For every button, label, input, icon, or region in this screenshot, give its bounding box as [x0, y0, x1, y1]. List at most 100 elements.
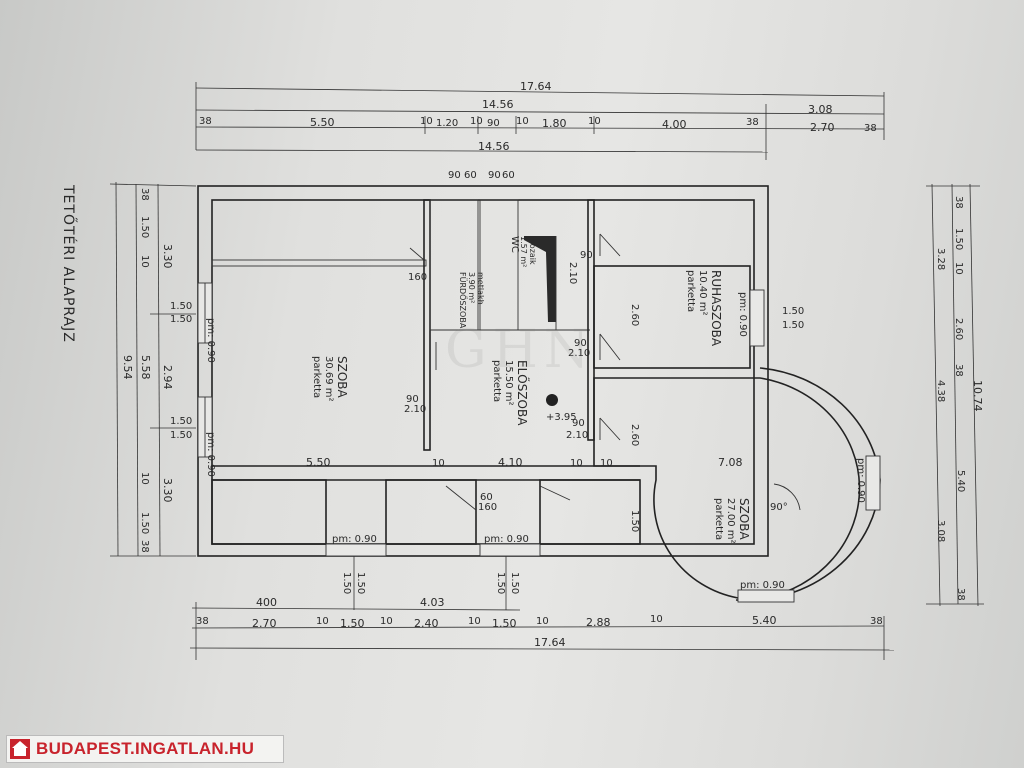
dim-bottom-row: 10	[380, 616, 393, 627]
dim-right-inner: 3.28	[935, 248, 946, 270]
dim-inner-10: 10	[600, 458, 613, 469]
dim-bottom-win: 1.50	[355, 572, 366, 594]
dim-inner-door: 2.10	[566, 430, 588, 441]
dim-inner-260b: 2.60	[629, 424, 640, 446]
dim-right-inner: 38	[955, 588, 966, 601]
dim-left-inner: 10	[139, 472, 150, 485]
dim-bottom-row: 5.40	[752, 614, 777, 627]
dim-bottom-row: 38	[870, 616, 883, 627]
dim-bottom-row: 10	[468, 616, 481, 627]
room-name-ruhaszoba: RUHASZOBA	[709, 270, 723, 347]
dim-right-inner: 3.08	[935, 520, 946, 542]
dim-pm-left1: pm: 0.90	[205, 318, 216, 363]
dim-bottom-row: 1.50	[340, 617, 365, 630]
dim-inner-door: 2.10	[568, 348, 590, 359]
dim-left-win: 1.50	[170, 301, 192, 312]
dim-right-total: 10.74	[971, 380, 984, 412]
dim-inner-90: 90	[580, 250, 593, 261]
room-area-ruhaszoba: 10.40 m²	[697, 270, 708, 316]
dim-bottom-win: 1.50	[495, 572, 506, 594]
left-dimensions: 9.54 3.30 2.94 3.30 38 1.50 10 5.58 10 1…	[109, 181, 197, 557]
dim-top-row: 5.50	[310, 116, 335, 129]
room-floor-szoba2: parketta	[713, 498, 724, 540]
dim-inner-160b: 160	[408, 272, 427, 283]
room-labels: SZOBA 30.69 m² parketta ELŐSZOBA 15.50 m…	[311, 236, 751, 544]
dim-left-inner: 1.50	[139, 216, 150, 238]
room-area-szoba1: 30.69 m²	[323, 356, 334, 402]
walls	[197, 185, 881, 603]
dim-bottom-row: 10	[536, 616, 549, 627]
plan-title: TETŐTÉRI ALAPRAJZ	[60, 184, 78, 343]
dim-inner-10: 10	[432, 458, 445, 469]
house-icon	[10, 739, 30, 759]
dim-bottom-total: 17.64	[534, 636, 566, 649]
dim-inner-door: 2.10	[404, 404, 426, 415]
dim-right-inner: 10	[953, 262, 964, 275]
right-dimensions: 10.74 38 1.50 10 3.28 2.60 38 4.38 5.40 …	[782, 183, 984, 607]
dim-top-small: 90	[488, 170, 501, 181]
dim-left-mid: 3.30	[161, 244, 174, 269]
dim-top-row: 38	[746, 117, 759, 128]
dim-right-inner: 38	[953, 196, 964, 209]
watermark: GHN	[445, 320, 596, 380]
dim-top-row: 10	[420, 116, 433, 127]
room-name-eloszoba: ELŐSZOBA	[515, 360, 530, 426]
dim-pm-bottom1: pm: 0.90	[332, 534, 377, 545]
dim-left-mid: 3.30	[161, 478, 174, 503]
dim-pm-szoba2b: pm: 0.90	[740, 580, 785, 591]
dim-bottom-win: 1.50	[341, 572, 352, 594]
room-floor-eloszoba: parketta	[491, 360, 502, 402]
dim-bottom-row: 2.70	[252, 617, 277, 630]
dim-inner-260: 2.60	[629, 304, 640, 326]
dim-inner-210: 2.10	[567, 262, 578, 284]
dim-top-row: 90	[487, 118, 500, 129]
dim-top-row: 1.20	[436, 118, 458, 129]
dim-right-inner: 38	[953, 364, 964, 377]
dim-bottom-403: 4.03	[420, 596, 445, 609]
dim-top-small: 60	[464, 170, 477, 181]
dim-right-inner: 2.60	[953, 318, 964, 340]
dim-inner-door: 90	[406, 394, 419, 405]
dim-left-mid: 2.94	[161, 365, 174, 390]
dim-inner-708: 7.08	[718, 456, 743, 469]
dim-top-row: 38	[864, 123, 877, 134]
room-name-wc: WC	[509, 236, 520, 253]
dim-top-small: 60	[502, 170, 515, 181]
room-name-furdo: FÜRDŐSZOBA	[458, 272, 468, 329]
dim-pm-left2: pm: 0.90	[205, 432, 216, 477]
dim-left-inner: 5.58	[139, 355, 152, 380]
room-name-szoba2: SZOBA	[737, 498, 751, 541]
room-floor-furdo: metlakh	[476, 272, 485, 305]
dim-inner-550: 5.50	[306, 456, 331, 469]
dim-inner-160: 160	[478, 502, 497, 513]
dim-bottom-win: 1.50	[509, 572, 520, 594]
dim-top-row: 38	[199, 116, 212, 127]
dim-left-win: 1.50	[170, 416, 192, 427]
site-logo[interactable]: BUDAPEST.INGATLAN.HU	[6, 735, 284, 763]
dim-top-total: 17.64	[520, 80, 552, 93]
room-floor-szoba1: parketta	[311, 356, 322, 398]
room-area-furdo: 3.90 m²	[467, 272, 476, 303]
dim-bottom-row: 2.88	[586, 616, 611, 629]
dim-pm-szoba2: pm: 0.90	[855, 458, 866, 503]
dim-top-1456: 14.56	[482, 98, 514, 111]
dim-angle: 90°	[770, 502, 788, 513]
dim-top-row: 4.00	[662, 118, 687, 131]
room-area-szoba2: 27.00 m²	[725, 498, 736, 544]
dim-top-row: 10	[516, 116, 529, 127]
inner-dimensions: 5.50 4.10 7.08 10 10 10 90 2.10 90 2.10 …	[205, 250, 866, 591]
dim-top-308: 3.08	[808, 103, 833, 116]
room-name-szoba1: SZOBA	[335, 356, 349, 399]
dim-bottom-row: 1.50	[492, 617, 517, 630]
dim-right-inner: 4.38	[935, 380, 946, 402]
dim-inner-door: 90	[574, 338, 587, 349]
room-floor-ruhaszoba: parketta	[685, 270, 696, 312]
level-mark: +3.95	[546, 412, 577, 423]
dim-right-inner: 1.50	[953, 228, 964, 250]
dim-pm-ruha: pm: 0.90	[737, 292, 748, 337]
dim-right-win: 1.50	[782, 306, 804, 317]
dim-top-row: 1.80	[542, 117, 567, 130]
room-area-eloszoba: 15.50 m²	[503, 360, 514, 406]
dim-left-total: 9.54	[121, 355, 134, 380]
